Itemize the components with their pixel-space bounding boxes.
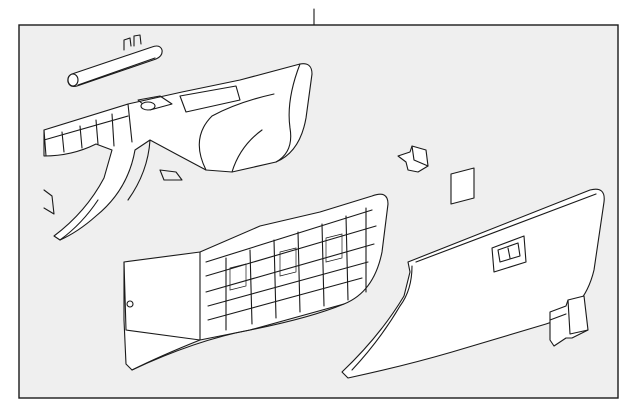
housing-part <box>43 63 313 241</box>
pad-part <box>450 167 475 205</box>
diagram-frame <box>18 24 619 399</box>
bumper-part <box>549 295 589 347</box>
door-part <box>341 188 605 379</box>
clip-part <box>397 145 429 173</box>
bin-part <box>123 193 389 371</box>
cylinder-part <box>67 34 163 88</box>
